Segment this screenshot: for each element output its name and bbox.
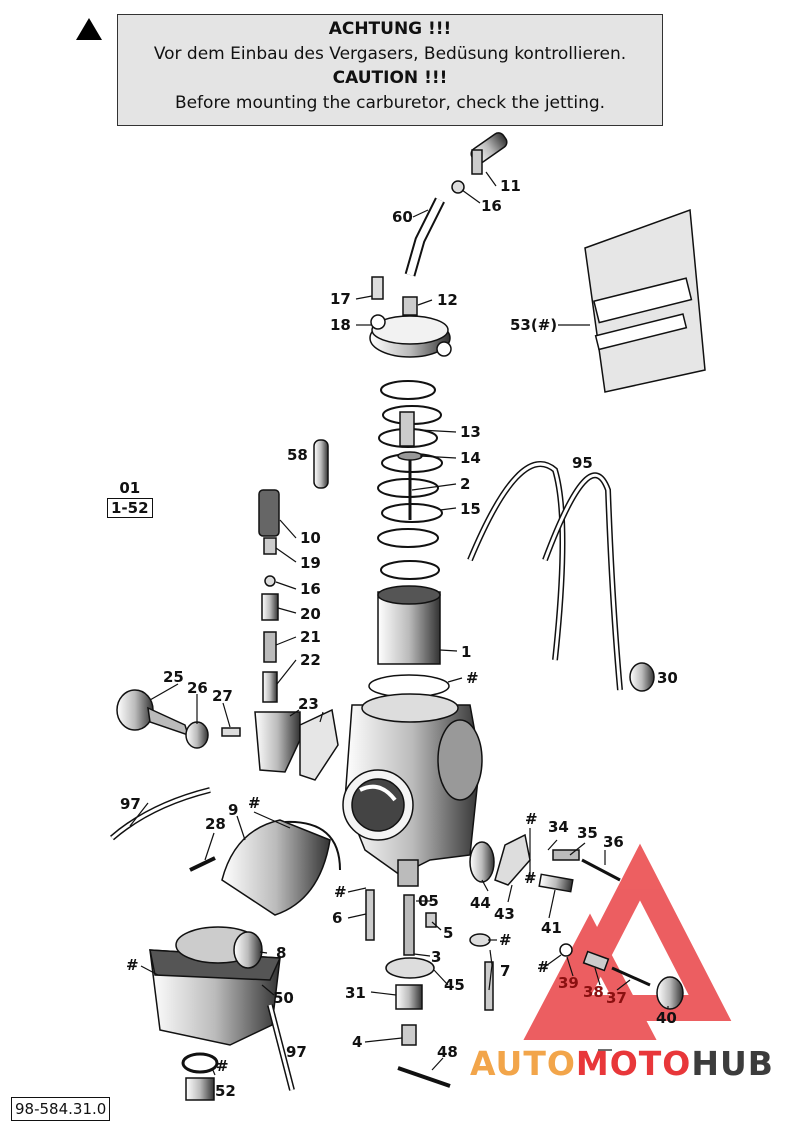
callout-97-bottom: 97 — [286, 1043, 307, 1061]
watermark-part-auto: AUTO — [470, 1044, 576, 1083]
callout-28: 28 — [205, 815, 226, 833]
watermark-part-hub: HUB — [691, 1044, 774, 1083]
callout-hash-34: # — [525, 810, 538, 828]
callout-hash-5: # — [524, 869, 537, 887]
callout-1: 1 — [461, 643, 471, 661]
group-number: 01 — [119, 479, 141, 497]
callout-39: 39 — [558, 974, 579, 992]
callout-20: 20 — [300, 605, 321, 623]
callout-16-left: 16 — [300, 580, 321, 598]
callout-53: 53(#) — [510, 316, 557, 334]
group-reference: 01 1-52 — [107, 479, 153, 518]
callout-22: 22 — [300, 651, 321, 669]
caution-heading-en: CAUTION !!! — [332, 68, 448, 88]
callout-9: 9 — [228, 801, 238, 819]
part-drawings — [110, 132, 706, 1101]
callout-21: 21 — [300, 628, 321, 646]
callout-50: 50 — [273, 989, 294, 1007]
warning-triangle-icon — [76, 18, 102, 40]
callout-43: 43 — [494, 905, 515, 923]
callout-hash-7: # — [126, 956, 139, 974]
callout-hash-9: # — [216, 1057, 229, 1075]
callout-5: 5 — [443, 924, 453, 942]
document-number: 98-584.31.0 — [11, 1097, 111, 1121]
callout-37: 37 — [606, 989, 627, 1007]
callout-27: 27 — [212, 687, 233, 705]
callout-45: 45 — [444, 976, 465, 994]
callout-97-top: 97 — [120, 795, 141, 813]
callout-12: 12 — [437, 291, 458, 309]
callout-35: 35 — [577, 824, 598, 842]
callout-36: 36 — [603, 833, 624, 851]
callout-6: 6 — [332, 909, 342, 927]
callout-25: 25 — [163, 668, 184, 686]
callout-44: 44 — [470, 894, 491, 912]
callout-11: 11 — [500, 177, 521, 195]
callout-15: 15 — [460, 500, 481, 518]
callout-8: 8 — [276, 944, 286, 962]
callout-26: 26 — [187, 679, 208, 697]
caution-text-en: Before mounting the carburetor, check th… — [174, 92, 606, 113]
callout-05: 05 — [418, 892, 439, 910]
callout-3: 3 — [431, 948, 441, 966]
callout-2: 2 — [460, 475, 470, 493]
callout-19: 19 — [300, 554, 321, 572]
callout-18: 18 — [330, 316, 351, 334]
callout-17: 17 — [330, 290, 351, 308]
callout-hash-3: # — [334, 883, 347, 901]
callout-38: 38 — [583, 983, 604, 1001]
callout-hash-1: # — [466, 669, 479, 687]
callout-52: 52 — [215, 1082, 236, 1100]
callout-16-top: 16 — [481, 197, 502, 215]
callout-hash-2: # — [248, 794, 261, 812]
watermark-logo-icon — [523, 843, 732, 1040]
caution-heading-de: ACHTUNG !!! — [328, 19, 452, 39]
callout-14: 14 — [460, 449, 481, 467]
callout-30: 30 — [657, 669, 678, 687]
callout-31: 31 — [345, 984, 366, 1002]
watermark-text: AUTOMOTOHUB — [470, 1044, 774, 1083]
callout-48: 48 — [437, 1043, 458, 1061]
callout-13: 13 — [460, 423, 481, 441]
callout-34: 34 — [548, 818, 569, 836]
callout-58: 58 — [287, 446, 308, 464]
callout-10: 10 — [300, 529, 321, 547]
callout-7: 7 — [500, 962, 510, 980]
callout-40: 40 — [656, 1009, 677, 1027]
callout-23: 23 — [298, 695, 319, 713]
callout-60: 60 — [392, 208, 413, 226]
caution-notice: ACHTUNG !!! Vor dem Einbau des Vergasers… — [117, 14, 663, 126]
group-range: 1-52 — [107, 498, 153, 518]
callout-hash-8: # — [537, 958, 550, 976]
callout-hash-6: # — [499, 931, 512, 949]
callout-41: 41 — [541, 919, 562, 937]
caution-text-de: Vor dem Einbau des Vergasers, Bedüsung k… — [153, 43, 627, 64]
watermark-part-moto: MOTO — [575, 1044, 692, 1083]
leader-lines — [129, 171, 669, 1076]
callout-95: 95 — [572, 454, 593, 472]
callout-4: 4 — [352, 1033, 362, 1051]
